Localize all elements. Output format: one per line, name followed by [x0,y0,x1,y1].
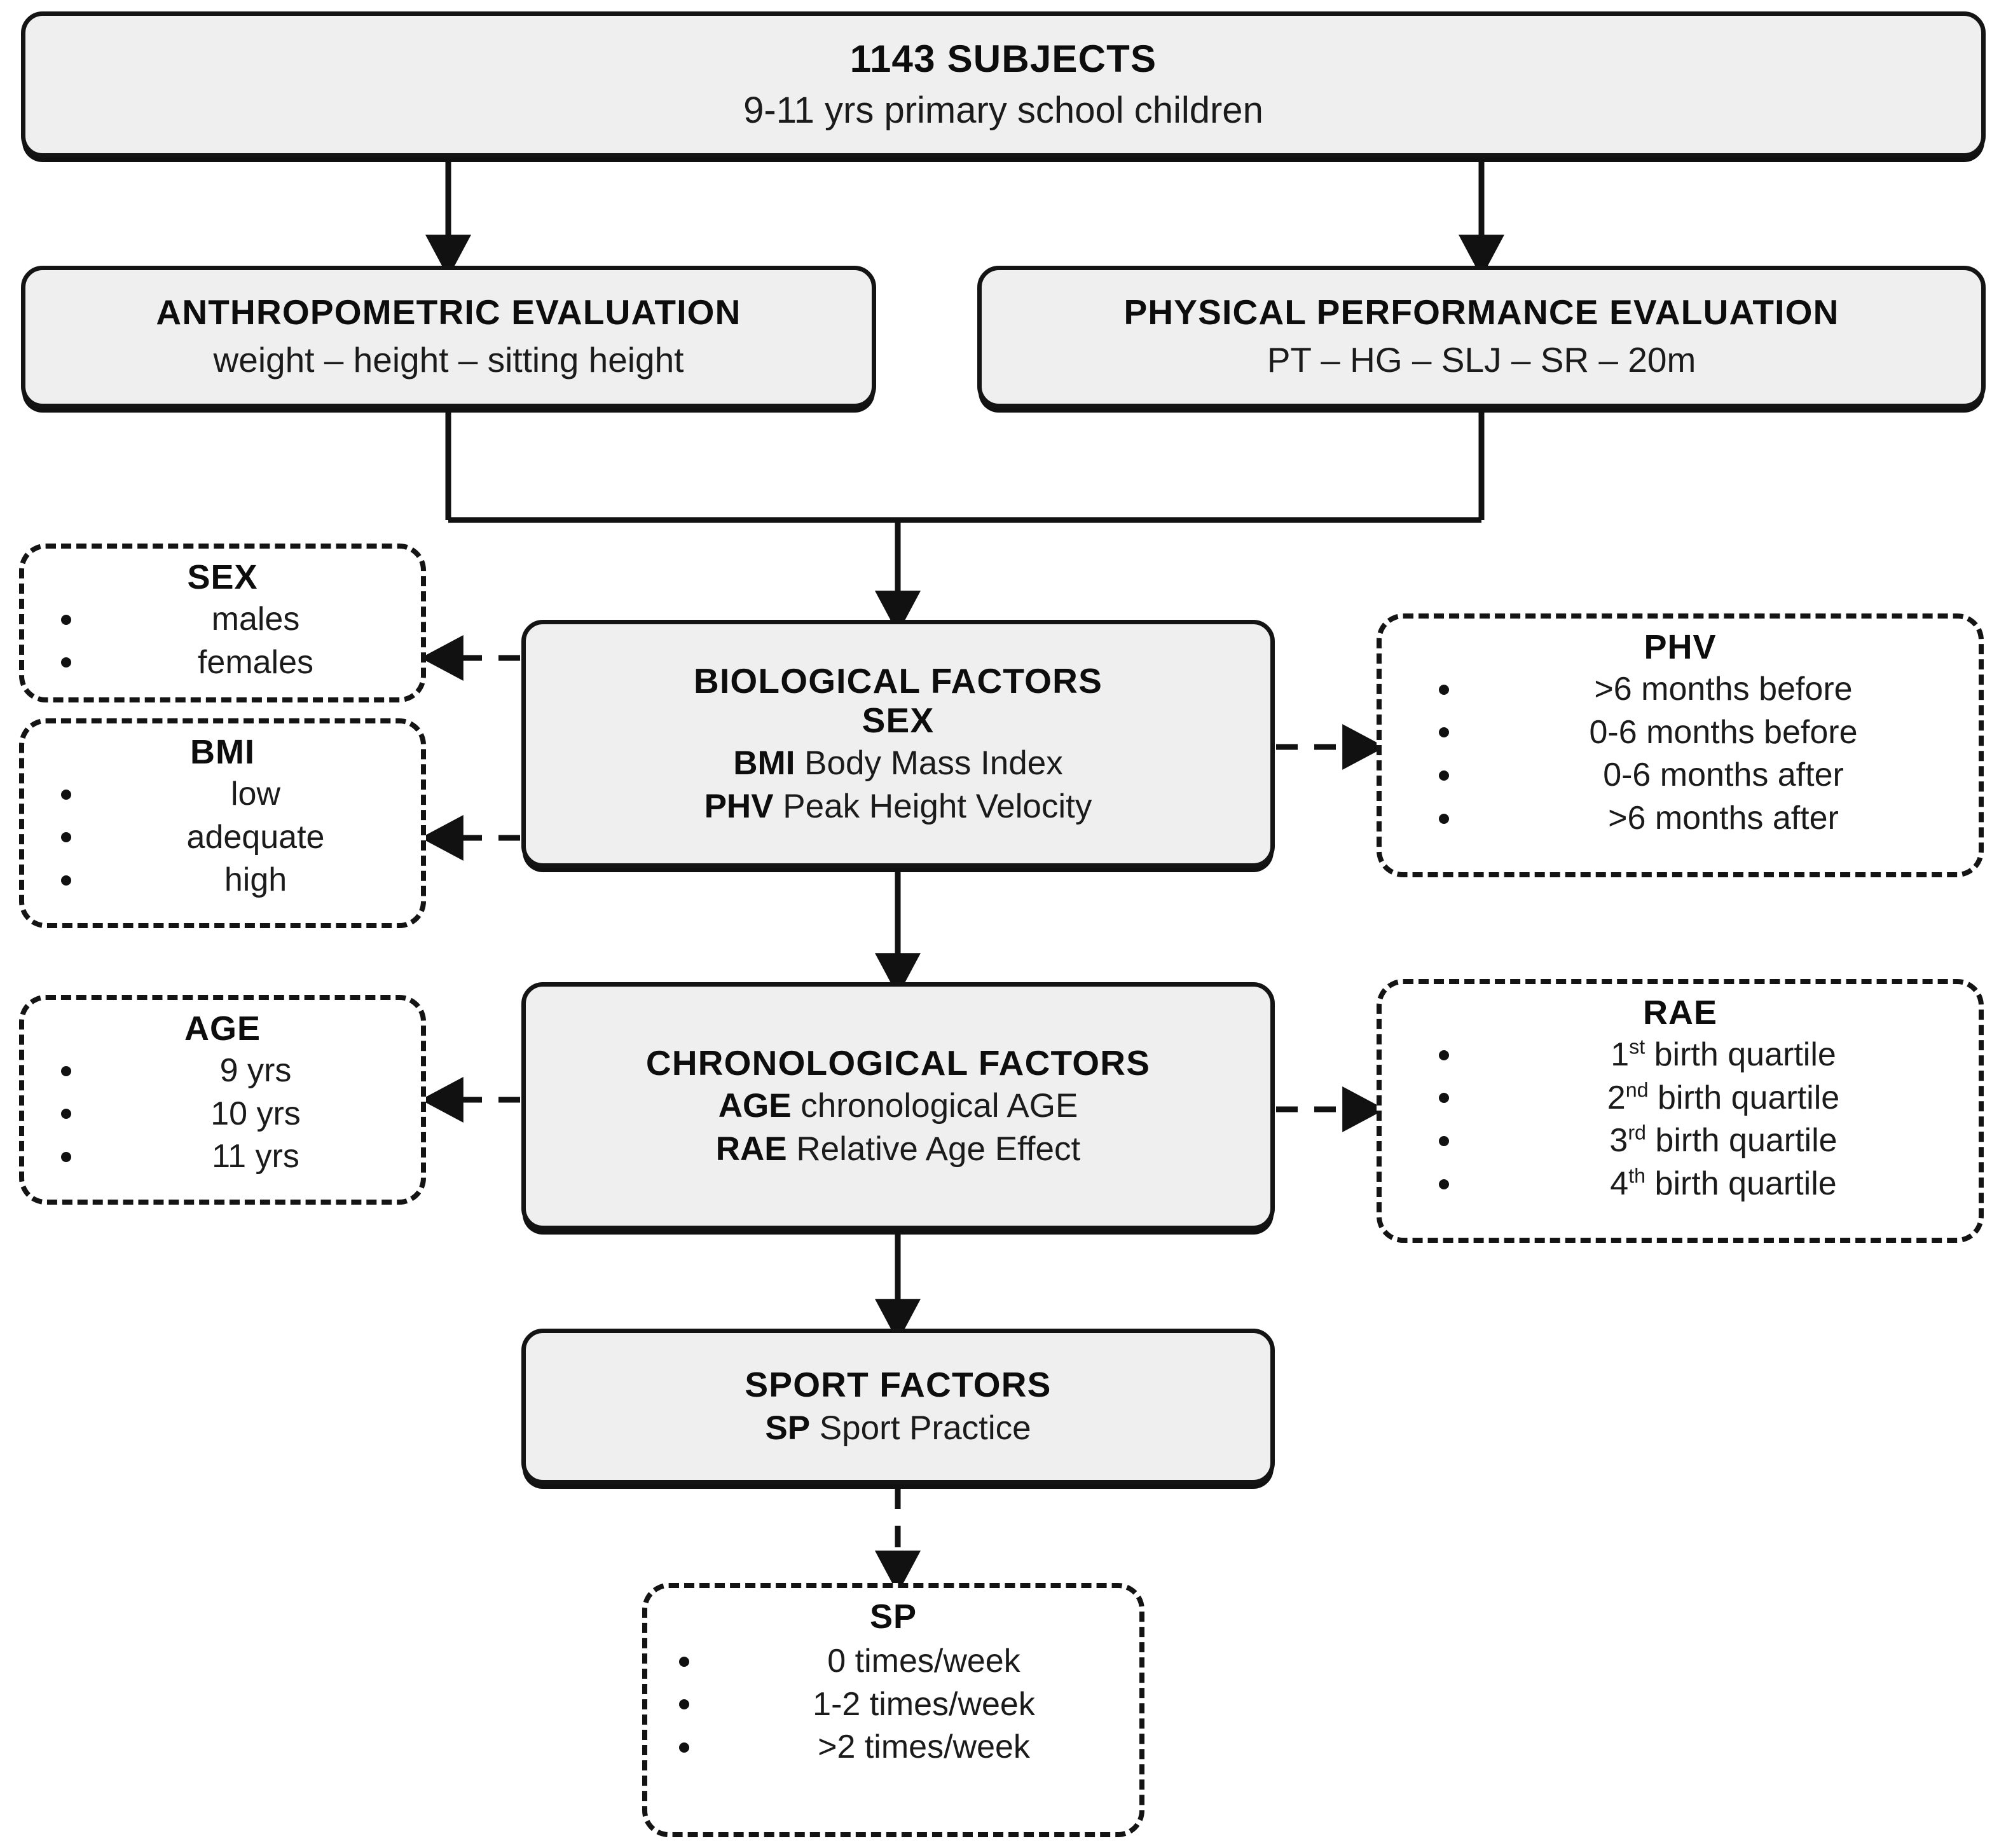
sport-title: SPORT FACTORS [745,1364,1052,1404]
node-subjects: 1143 SUBJECTS 9-11 yrs primary school ch… [21,11,1986,158]
category-sex-title: SEX [187,558,258,596]
node-physical-performance-evaluation: PHYSICAL PERFORMANCE EVALUATION PT – HG … [977,266,1986,408]
list-item: low [52,773,404,816]
list-item: adequate [52,816,404,859]
list-item: 0-6 months after [1430,754,1962,797]
list-item: high [52,859,404,902]
biological-phv-text: Peak Height Velocity [773,787,1092,825]
list-item: >6 months before [1430,668,1962,711]
subjects-title: 1143 SUBJECTS [849,37,1157,80]
physical-title: PHYSICAL PERFORMANCE EVALUATION [1123,292,1839,332]
list-item: 11 yrs [52,1135,404,1179]
list-item: males [52,598,404,641]
biological-phv-line: PHV Peak Height Velocity [704,787,1092,826]
anthropometric-subtitle: weight – height – sitting height [213,339,684,380]
biological-phv-abbr: PHV [704,787,774,825]
chronological-age-line: AGE chronological AGE [718,1086,1078,1125]
list-item: 1st birth quartile [1430,1034,1962,1077]
chronological-rae-text: Relative Age Effect [787,1130,1081,1168]
anthropometric-title: ANTHROPOMETRIC EVALUATION [156,292,741,332]
subjects-subtitle: 9-11 yrs primary school children [743,89,1263,131]
list-item: >6 months after [1430,797,1962,840]
category-rae-title: RAE [1642,994,1717,1032]
list-item: 2nd birth quartile [1430,1077,1962,1120]
list-item: 4th birth quartile [1430,1163,1962,1206]
chronological-rae-abbr: RAE [715,1130,787,1168]
biological-bmi-text: Body Mass Index [795,744,1063,783]
node-biological-factors: BIOLOGICAL FACTORS SEX BMI Body Mass Ind… [521,620,1275,868]
node-chronological-factors: CHRONOLOGICAL FACTORS AGE chronological … [521,982,1275,1230]
category-phv-title: PHV [1644,628,1717,666]
physical-subtitle: PT – HG – SLJ – SR – 20m [1267,339,1696,380]
list-item: 3rd birth quartile [1430,1119,1962,1163]
chronological-age-abbr: AGE [718,1087,792,1125]
sport-sp-text: Sport Practice [810,1409,1031,1447]
list-item: 0-6 months before [1430,711,1962,755]
biological-sex-label: SEX [862,700,935,740]
biological-bmi-abbr: BMI [733,744,795,783]
chronological-rae-line: RAE Relative Age Effect [716,1130,1080,1168]
category-age-title: AGE [184,1010,261,1048]
list-item: 1-2 times/week [670,1683,1123,1727]
list-item: 0 times/week [670,1640,1123,1683]
list-item: females [52,641,404,685]
category-bmi-title: BMI [190,733,255,771]
list-item: 9 yrs [52,1050,404,1093]
chronological-age-text: chronological AGE [791,1087,1078,1125]
list-item: >2 times/week [670,1726,1123,1769]
list-item: 10 yrs [52,1093,404,1136]
node-sport-factors: SPORT FACTORS SP Sport Practice [521,1329,1275,1484]
sport-sp-abbr: SP [765,1409,811,1447]
biological-bmi-line: BMI Body Mass Index [733,744,1062,783]
sport-sp-line: SP Sport Practice [765,1409,1031,1448]
node-anthropometric-evaluation: ANTHROPOMETRIC EVALUATION weight – heigh… [21,266,876,408]
biological-title: BIOLOGICAL FACTORS [694,660,1103,701]
chronological-title: CHRONOLOGICAL FACTORS [645,1043,1151,1083]
category-sp-title: SP [869,1598,917,1636]
